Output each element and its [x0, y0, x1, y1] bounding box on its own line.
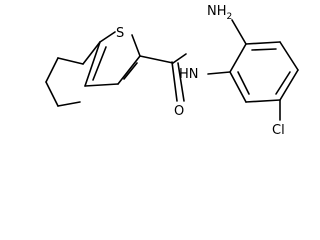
atom-nh2-main: NH — [207, 4, 227, 19]
atom-nh2-subscript: 2 — [227, 12, 233, 22]
bond-double-inner-2 — [123, 62, 138, 80]
bond-ar-4 — [279, 69, 299, 101]
bond-ar-2 — [245, 41, 281, 45]
bond-c2-carbonyl — [139, 55, 174, 64]
bond-ar-dbl-2 — [275, 71, 291, 95]
atom-nh-label: HN — [179, 67, 199, 82]
atom-sulfur-label: S — [116, 26, 124, 41]
structure-diagram: S NH2 HN O Cl — [45, 4, 299, 138]
bond-c-o-2 — [177, 62, 185, 102]
bond-c3-c3a — [84, 83, 119, 87]
atom-nh2-label: NH2 — [207, 4, 232, 22]
atom-oxygen-label: O — [174, 104, 184, 119]
bond-c-s — [99, 31, 116, 43]
bond-ar-6 — [229, 71, 247, 103]
bond-cp-3 — [45, 57, 59, 83]
bond-c-o-1 — [171, 61, 178, 102]
bond-ar-dbl-3 — [237, 71, 250, 95]
bond-cp-5 — [57, 101, 81, 107]
bond-c2-c3 — [117, 55, 141, 85]
bond-cp-1 — [82, 41, 101, 65]
bond-cp-2 — [57, 57, 84, 65]
bond-ar-dbl-1 — [251, 48, 277, 51]
atom-chlorine-label: Cl — [272, 123, 285, 138]
molecule-drawing: S NH2 HN O Cl — [45, 4, 299, 138]
bond-ar-nh2 — [231, 19, 247, 45]
bond-cp-4 — [45, 81, 59, 107]
bond-s-c2 — [131, 34, 141, 57]
bond-c3a-c6a — [84, 41, 101, 87]
bond-carbonyl-nh — [172, 53, 187, 64]
bond-ar-5 — [245, 99, 281, 103]
bond-ar-1 — [229, 43, 247, 73]
bond-double-inner — [92, 46, 107, 81]
bond-ar-3 — [279, 41, 299, 71]
bond-n-aryl — [207, 71, 231, 75]
